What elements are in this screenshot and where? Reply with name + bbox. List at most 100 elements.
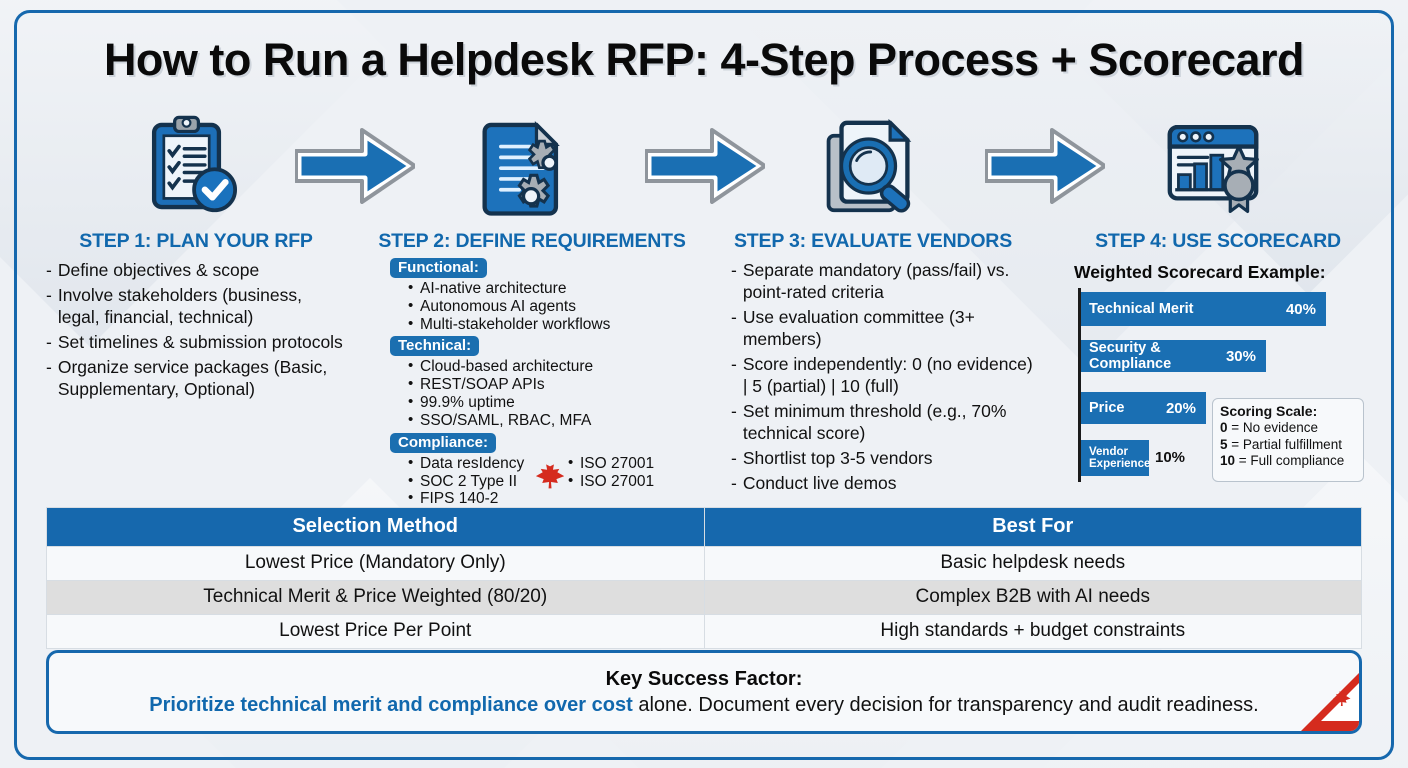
- bar-value: 30%: [1225, 347, 1256, 365]
- bar-price: Price 20%: [1081, 392, 1206, 424]
- step-3-list: - Separate mandatory (pass/fail) vs. poi…: [731, 259, 1037, 497]
- scoring-scale-row: 5 = Partial fulfillment: [1220, 437, 1356, 454]
- step-1-heading: STEP 1: PLAN YOUR RFP: [79, 230, 313, 252]
- table-row: Technical Merit & Price Weighted (80/20)…: [46, 580, 1362, 615]
- process-icon-row: [0, 108, 1408, 224]
- dash-marker: -: [46, 357, 52, 378]
- scorecard-award-icon: [1167, 124, 1259, 213]
- list-item: Cloud-based architecture: [408, 357, 690, 376]
- key-success-factor-box: Key Success Factor: Prioritize technical…: [46, 650, 1362, 734]
- chart-y-axis: [1078, 288, 1081, 482]
- list-item: - Score independently: 0 (no evidence) |…: [731, 353, 1037, 397]
- cell-selection-method: Technical Merit & Price Weighted (80/20): [46, 580, 705, 615]
- scorecard-chart-title: Weighted Scorecard Example:: [1074, 262, 1326, 282]
- step-3-heading: STEP 3: EVALUATE VENDORS: [734, 230, 1012, 252]
- list-item-text: Set timelines & submission protocols: [57, 332, 343, 353]
- list-item-text: Score independently: 0 (no evidence) | 5…: [742, 354, 1033, 397]
- bar-security-compliance: Security & Compliance 30%: [1081, 340, 1266, 372]
- key-success-factor-title: Key Success Factor:: [605, 667, 803, 690]
- bar-label: Vendor Experience: [1089, 445, 1151, 470]
- table-header-row: Selection Method Best For: [46, 507, 1362, 547]
- table-row: Lowest Price Per Point High standards + …: [46, 614, 1362, 649]
- dash-marker: -: [731, 473, 737, 494]
- table-row: Lowest Price (Mandatory Only) Basic help…: [46, 546, 1362, 581]
- list-item: Autonomous AI agents: [408, 297, 690, 316]
- scoring-scale-text: = Full compliance: [1238, 453, 1345, 469]
- step-4-icon-slot: [1138, 108, 1288, 224]
- outer-border-frame: [14, 10, 1394, 760]
- dash-marker: -: [731, 354, 737, 375]
- dash-marker: -: [46, 260, 52, 280]
- list-item: - Set minimum threshold (e.g., 70% techn…: [731, 400, 1037, 444]
- badge-technical: Technical:: [390, 336, 480, 357]
- bar-label: Security & Compliance: [1089, 340, 1172, 372]
- technical-list: Cloud-based architecture REST/SOAP APIs …: [390, 357, 690, 430]
- page-title: How to Run a Helpdesk RFP: 4-Step Proces…: [103, 34, 1305, 85]
- key-success-factor-text: Prioritize technical merit and complianc…: [149, 694, 1258, 717]
- cell-selection-method: Lowest Price (Mandatory Only): [46, 546, 705, 581]
- cell-selection-method: Lowest Price Per Point: [46, 614, 705, 649]
- list-item: REST/SOAP APIs: [408, 375, 690, 394]
- badge-compliance: Compliance:: [390, 432, 497, 453]
- step-1-icon-slot: [118, 108, 268, 224]
- dash-marker: -: [731, 260, 737, 280]
- bar-value-vendor-experience: 10%: [1155, 449, 1186, 466]
- bar-label: Price: [1089, 400, 1125, 416]
- list-item-text: Shortlist top 3-5 vendors: [742, 448, 933, 469]
- bar-value: 40%: [1285, 300, 1316, 318]
- scoring-scale-box: Scoring Scale: 0 = No evidence 5 = Parti…: [1212, 398, 1364, 482]
- list-item-text: Separate mandatory (pass/fail) vs. point…: [742, 260, 1010, 303]
- list-item: - Organize service packages (Basic, Supp…: [46, 356, 346, 400]
- functional-list: AI-native architecture Autonomous AI age…: [390, 279, 690, 334]
- arrow-1-slot: [280, 108, 430, 224]
- document-gears-icon: [482, 121, 560, 216]
- step-2-icon-slot: [455, 108, 605, 224]
- list-item: ISO 27001: [568, 454, 668, 473]
- scoring-scale-row: 10 = Full compliance: [1220, 453, 1356, 470]
- key-success-highlight: Prioritize technical merit and complianc…: [149, 693, 633, 716]
- badge-functional: Functional:: [390, 258, 487, 278]
- list-item: - Separate mandatory (pass/fail) vs. poi…: [731, 259, 1037, 303]
- scoring-scale-score: 0: [1220, 420, 1228, 436]
- list-item: - Set timelines & submission protocols: [46, 331, 346, 353]
- scoring-scale-text: = Partial fulfillment: [1231, 436, 1342, 452]
- list-item-text: Define objectives & scope: [57, 260, 260, 280]
- clipboard-checklist-icon: [151, 115, 238, 213]
- arrow-right-icon: [645, 128, 765, 204]
- bar-label: Technical Merit: [1089, 301, 1194, 317]
- dash-marker: -: [731, 307, 737, 328]
- step-2-requirements: Functional: AI-native architecture Auton…: [390, 258, 690, 529]
- list-item: 99.9% uptime: [408, 393, 690, 412]
- bar-value: 20%: [1165, 399, 1196, 417]
- list-item: - Shortlist top 3-5 vendors: [731, 447, 1037, 469]
- arrow-right-icon: [985, 128, 1105, 204]
- list-item: - Conduct live demos: [731, 472, 1037, 494]
- key-success-rest: alone. Document every decision for trans…: [632, 693, 1259, 716]
- list-item-text: Involve stakeholders (business, legal, f…: [57, 285, 302, 328]
- scoring-scale-text: = No evidence: [1231, 420, 1318, 436]
- list-item-text: Conduct live demos: [742, 473, 897, 494]
- dash-marker: -: [46, 285, 52, 306]
- selection-method-table: Selection Method Best For Lowest Price (…: [46, 507, 1362, 649]
- list-item: AI-native architecture: [408, 279, 690, 298]
- list-item: ISO 27001: [568, 472, 668, 491]
- list-item: Multi-stakeholder workflows: [408, 315, 690, 334]
- scoring-scale-row: 0 = No evidence: [1220, 420, 1356, 437]
- dash-marker: -: [731, 401, 737, 422]
- document-magnifier-icon: [826, 118, 912, 213]
- step-4-heading: STEP 4: USE SCORECARD: [1095, 230, 1341, 252]
- cell-best-for: High standards + budget constraints: [703, 614, 1362, 649]
- bar-vendor-experience: Vendor Experience: [1081, 440, 1150, 476]
- list-item: SSO/SAML, RBAC, MFA: [408, 411, 690, 430]
- list-item: - Use evaluation committee (3+ members): [731, 306, 1037, 350]
- cell-best-for: Basic helpdesk needs: [703, 546, 1362, 581]
- scoring-scale-heading: Scoring Scale:: [1220, 403, 1318, 419]
- column-header-selection-method: Selection Method: [46, 507, 705, 547]
- scoring-scale-score: 5: [1220, 436, 1228, 452]
- step-1-list: - Define objectives & scope - Involve st…: [46, 259, 346, 403]
- list-item: - Involve stakeholders (business, legal,…: [46, 284, 346, 328]
- dash-marker: -: [46, 332, 52, 353]
- column-header-best-for: Best For: [703, 507, 1362, 547]
- maple-leaf-icon: [535, 459, 564, 489]
